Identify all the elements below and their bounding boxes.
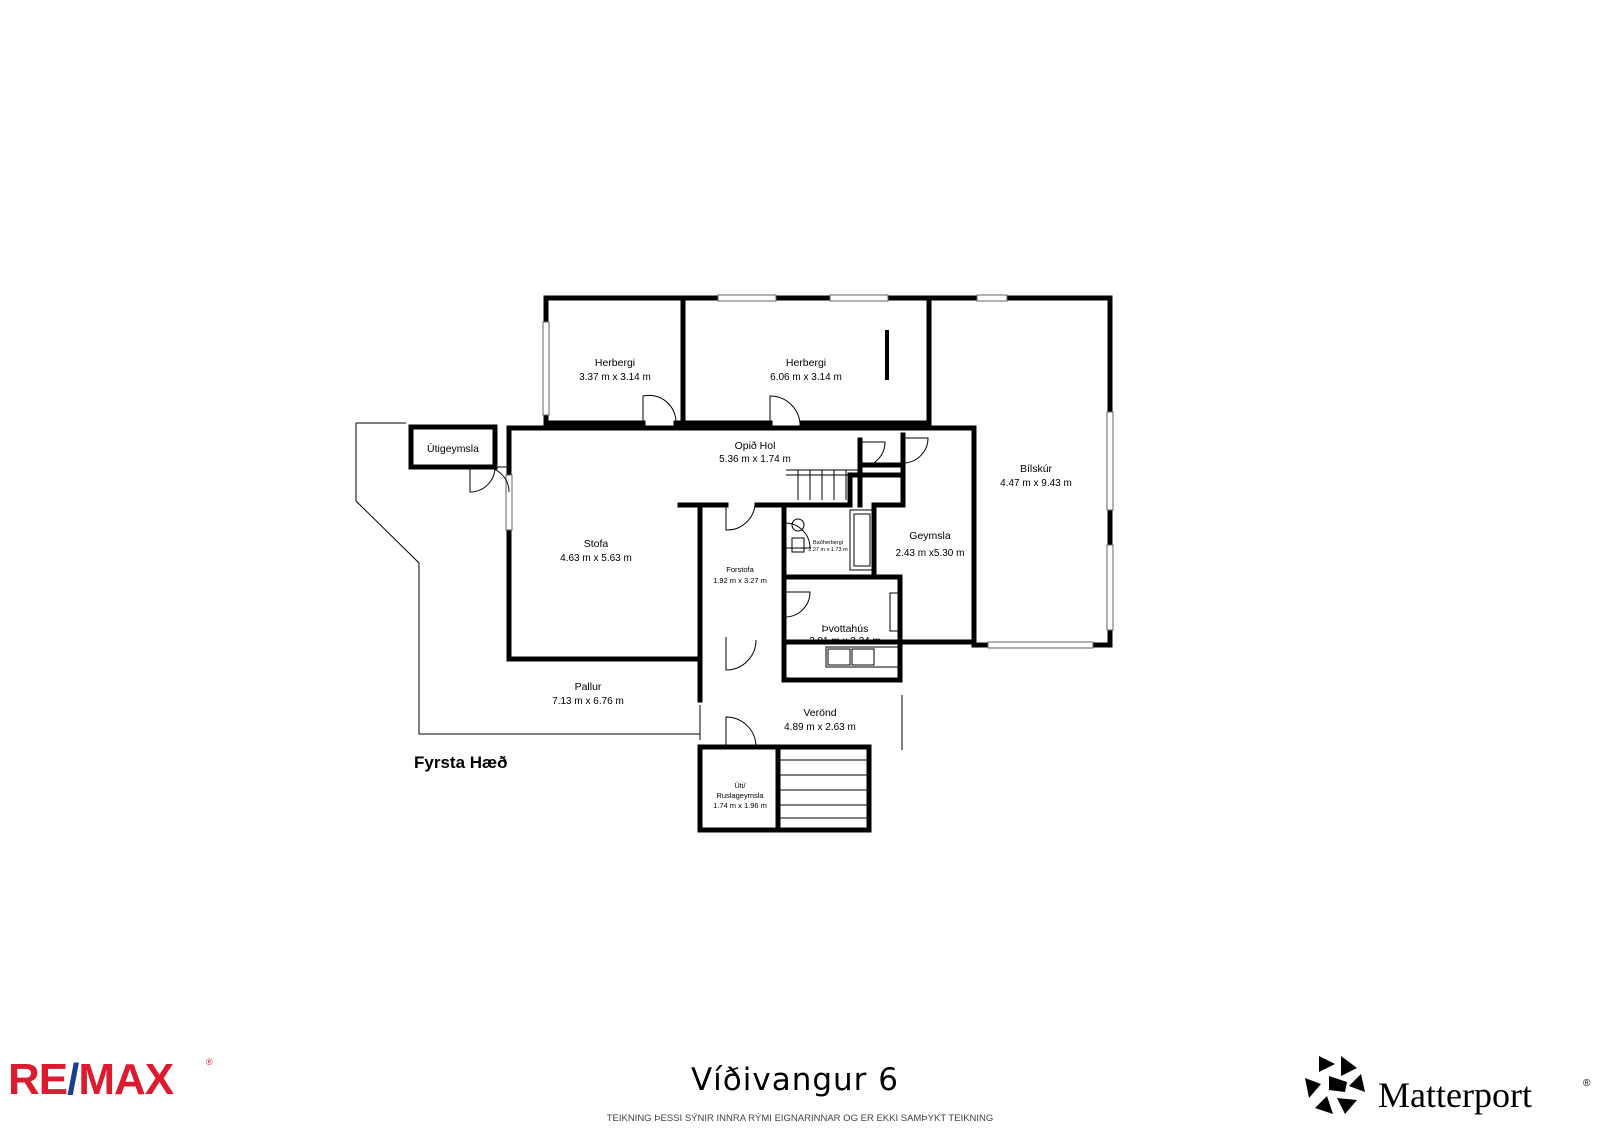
verond-block xyxy=(697,695,903,833)
svg-text:RE/MAX: RE/MAX xyxy=(8,1055,174,1104)
matterport-logo-icon xyxy=(1305,1056,1365,1114)
svg-text:Baðherbergi: Baðherbergi xyxy=(813,539,843,546)
utigeymsla-block xyxy=(408,424,498,493)
room-pallur: Pallur 7.13 m x 6.76 m xyxy=(552,681,624,707)
svg-text:Stofa: Stofa xyxy=(584,538,609,550)
main-walls xyxy=(483,425,977,703)
svg-text:Úti/: Úti/ xyxy=(734,781,746,790)
room-herbergi-1: Herbergi 3.37 m x 3.14 m xyxy=(579,357,651,383)
room-verond: Verönd 4.89 m x 2.63 m xyxy=(784,707,856,733)
svg-text:2.81 m x 2.24 m: 2.81 m x 2.24 m xyxy=(809,636,881,647)
svg-text:7.13 m x 6.76 m: 7.13 m x 6.76 m xyxy=(552,696,624,707)
room-ruslageymsla: Úti/ Ruslageymsla 1.74 m x 1.96 m xyxy=(713,781,767,810)
svg-text:3.37 m x 3.14 m: 3.37 m x 3.14 m xyxy=(579,372,651,383)
svg-text:Herbergi: Herbergi xyxy=(786,357,826,369)
svg-text:Pallur: Pallur xyxy=(575,681,602,693)
svg-text:1.74 m x 1.96 m: 1.74 m x 1.96 m xyxy=(713,801,767,810)
svg-text:Matterport: Matterport xyxy=(1378,1075,1532,1115)
room-opid-hol: Opið Hol 5.36 m x 1.74 m xyxy=(719,440,791,465)
svg-text:5.36 m x 1.74 m: 5.36 m x 1.74 m xyxy=(719,454,791,465)
svg-text:4.47 m x 9.43 m: 4.47 m x 9.43 m xyxy=(1000,478,1072,489)
disclaimer-text: TEIKNING ÞESSI SÝNIR INNRA RÝMI EIGNARIN… xyxy=(607,1113,994,1124)
room-stofa: Stofa 4.63 m x 5.63 m xyxy=(560,538,632,564)
svg-text:Útigeymsla: Útigeymsla xyxy=(427,442,479,455)
svg-text:Opið Hol: Opið Hol xyxy=(735,440,776,452)
svg-text:Bílskúr: Bílskúr xyxy=(1020,463,1053,475)
room-geymsla: Geymsla 2.43 m x5.30 m xyxy=(896,530,965,559)
svg-text:Geymsla: Geymsla xyxy=(909,530,951,542)
svg-text:4.63 m x 5.63 m: 4.63 m x 5.63 m xyxy=(560,553,632,564)
svg-text:Þvottahús: Þvottahús xyxy=(822,623,869,635)
room-herbergi-2: Herbergi 6.06 m x 3.14 m xyxy=(770,357,842,383)
matterport-logo: Matterport ® xyxy=(1305,1056,1591,1115)
room-forstofa: Forstofa 1.92 m x 3.27 m xyxy=(713,565,767,585)
floor-label: Fyrsta Hæð xyxy=(414,753,508,772)
svg-text:Forstofa: Forstofa xyxy=(726,565,754,574)
room-thvottahus: Þvottahús 2.81 m x 2.24 m xyxy=(809,623,881,647)
svg-text:®: ® xyxy=(206,1057,213,1067)
svg-text:Ruslageymsla: Ruslageymsla xyxy=(716,791,764,800)
bedrooms-block xyxy=(542,294,1113,431)
svg-text:Herbergi: Herbergi xyxy=(595,357,635,369)
bilskur-block xyxy=(926,295,1114,649)
svg-text:6.06 m x 3.14 m: 6.06 m x 3.14 m xyxy=(770,372,842,383)
remax-logo: RE/MAX ® xyxy=(8,1055,213,1104)
svg-text:1.92 m x 3.27 m: 1.92 m x 3.27 m xyxy=(713,576,767,585)
address-title: Víðivangur 6 xyxy=(691,1062,899,1098)
room-bilskur: Bílskúr 4.47 m x 9.43 m xyxy=(1000,463,1072,489)
svg-text:2.27 m x 1.73 m: 2.27 m x 1.73 m xyxy=(808,547,848,553)
room-badherbergi: Baðherbergi 2.27 m x 1.73 m xyxy=(808,539,848,553)
svg-text:2.43 m x5.30 m: 2.43 m x5.30 m xyxy=(896,548,965,559)
pallur-outline xyxy=(355,422,700,735)
svg-text:®: ® xyxy=(1583,1078,1591,1089)
room-utigeymsla: Útigeymsla xyxy=(427,442,479,455)
svg-text:Verönd: Verönd xyxy=(803,707,836,719)
svg-text:4.89 m x 2.63 m: 4.89 m x 2.63 m xyxy=(784,722,856,733)
